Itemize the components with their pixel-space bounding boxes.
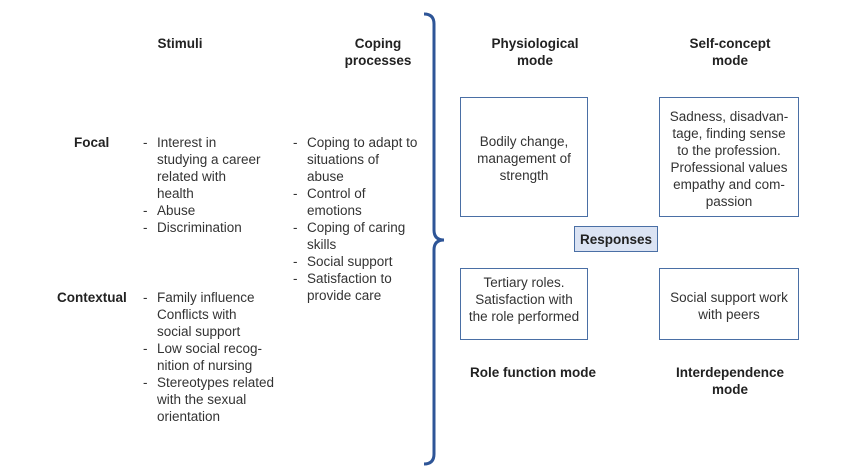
list-item: Family influence (143, 289, 273, 306)
list-item: Stereotypes related with the sexual orie… (143, 374, 277, 425)
role-function-mode-label: Role function mode (470, 365, 596, 380)
list-item: Coping to adapt to situations of abuse (293, 134, 418, 185)
box-interdependence: Social support work with peers (659, 268, 799, 340)
box-physiological-text: Bodily change, management of strength (477, 134, 571, 183)
box-interdependence-text: Social support work with peers (670, 290, 788, 322)
header-self-concept-mode: Self-concept mode (689, 36, 771, 68)
box-self-concept-text: Sadness, disadvan-tage, finding sense to… (669, 109, 789, 209)
list-item: Social support (293, 253, 418, 270)
list-item: Conflicts with social support (157, 307, 241, 339)
list-item: Control of emotions (293, 185, 418, 219)
interdependence-mode-label: Interdependence mode (675, 365, 785, 397)
box-physiological: Bodily change, management of strength (460, 97, 588, 217)
responses-label: Responses (574, 226, 658, 252)
header-coping-processes: Coping processes (344, 36, 412, 68)
list-item: Low social recog-nition of nursing (143, 340, 269, 374)
box-self-concept: Sadness, disadvan-tage, finding sense to… (659, 97, 799, 217)
header-stimuli: Stimuli (157, 36, 203, 51)
coping-processes-list: Coping to adapt to situations of abuse C… (293, 134, 418, 304)
list-item: Interest in studying a career related wi… (143, 134, 261, 202)
list-item: Coping of caring skills (293, 219, 418, 253)
contextual-stimuli-list: Family influence Conflicts with social s… (143, 289, 274, 425)
list-item: Discrimination (143, 219, 261, 236)
list-item: Abuse (143, 202, 261, 219)
row-label-focal: Focal (74, 135, 110, 150)
box-role-function-text: Tertiary roles. Satisfaction with the ro… (468, 275, 580, 324)
bracket-stroke (423, 12, 445, 466)
box-role-function: Tertiary roles. Satisfaction with the ro… (460, 268, 588, 340)
focal-stimuli-list: Interest in studying a career related wi… (143, 134, 261, 236)
bracket-divider (423, 12, 445, 466)
header-physiological-mode: Physiological mode (491, 36, 579, 68)
list-item: Satisfaction to provide care (293, 270, 418, 304)
row-label-contextual: Contextual (57, 290, 127, 305)
